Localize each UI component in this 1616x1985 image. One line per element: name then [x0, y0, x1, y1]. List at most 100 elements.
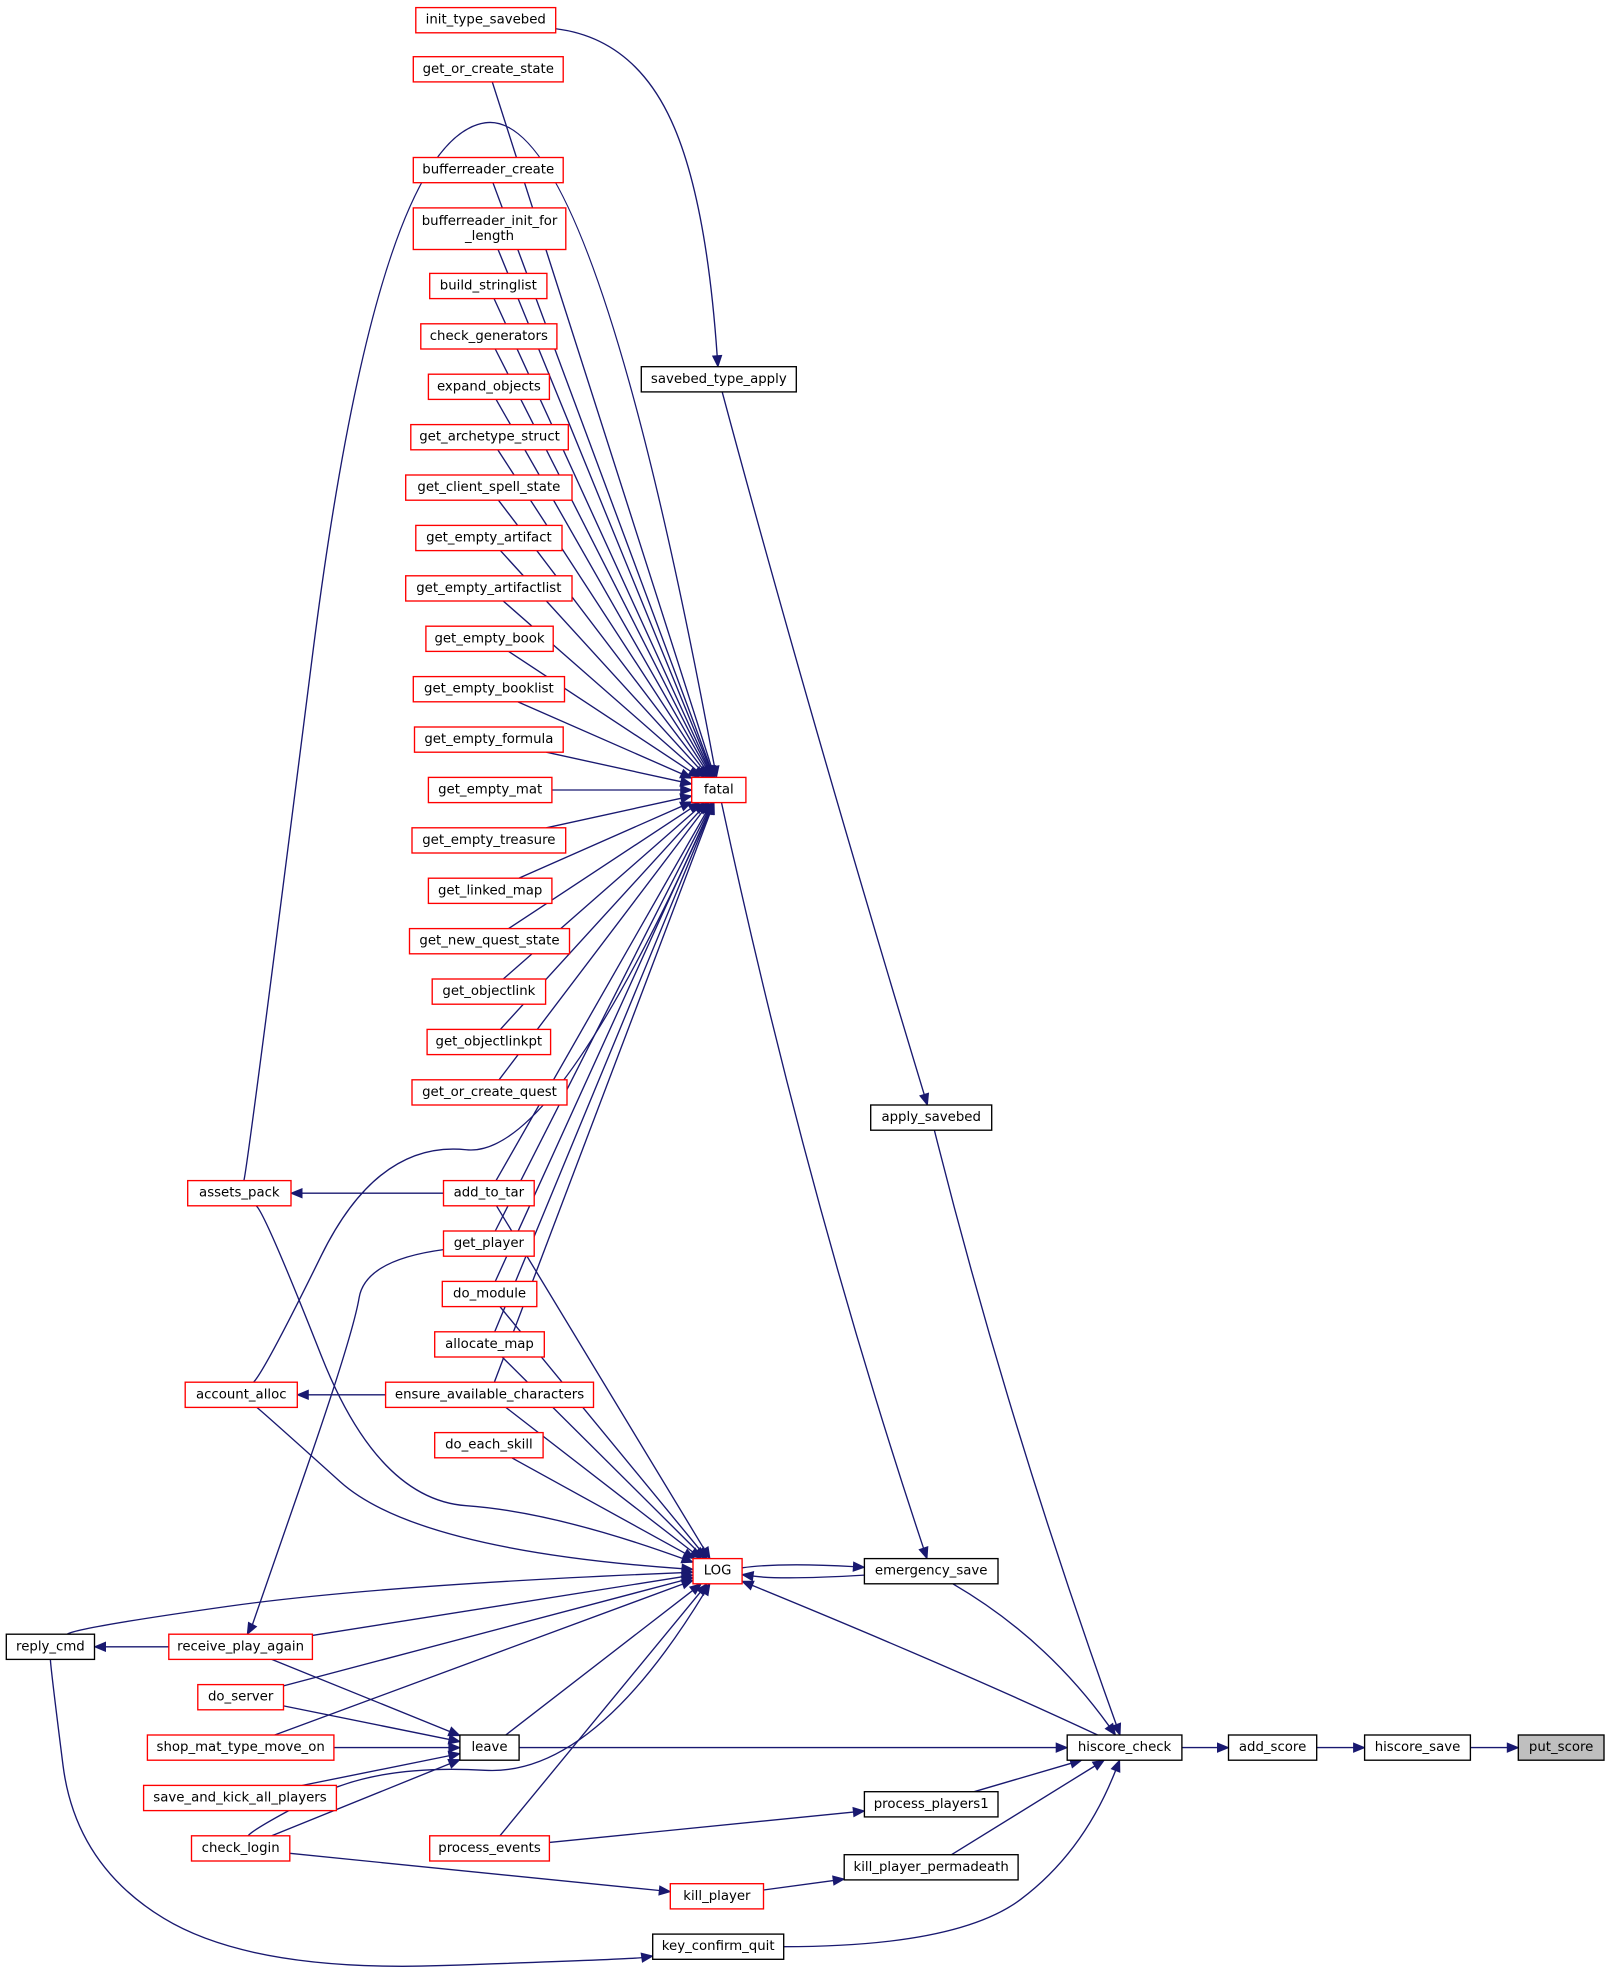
node-box — [863, 1557, 999, 1585]
node-box — [405, 474, 573, 501]
arrowhead-apply_savebed-to-hiscore_check — [1111, 1722, 1122, 1737]
node-bufferreader_init_for_length[interactable]: bufferreader_init_for_length — [412, 207, 567, 251]
node-savebed_type_apply[interactable]: savebed_type_apply — [640, 366, 797, 393]
edge-kill_player_permadeath-to-hiscore_check — [951, 1765, 1096, 1856]
node-box — [441, 1280, 538, 1308]
arrowhead-reply_cmd-to-key_confirm_quit — [640, 1952, 655, 1963]
node-box — [427, 877, 553, 905]
node-get_client_spell_state[interactable]: get_client_spell_state — [405, 474, 573, 501]
edge-receive_play_again-to-LOG — [312, 1576, 683, 1637]
node-key_confirm_quit[interactable]: key_confirm_quit — [652, 1933, 785, 1960]
node-apply_savebed[interactable]: apply_savebed — [870, 1104, 993, 1131]
node-get_archetype_struct[interactable]: get_archetype_struct — [410, 423, 569, 451]
node-label: get_client_spell_state — [417, 480, 560, 495]
node-add_score[interactable]: add_score — [1227, 1734, 1318, 1761]
node-leave[interactable]: leave — [459, 1734, 520, 1761]
node-get_empty_book[interactable]: get_empty_book — [425, 625, 554, 653]
edge-process_events-to-process_players1 — [549, 1811, 854, 1844]
node-box — [427, 776, 553, 804]
edge-reply_cmd-to-LOG — [66, 1571, 683, 1635]
node-label: leave — [471, 1740, 507, 1755]
node-label: hiscore_save — [1375, 1740, 1461, 1755]
node-get_objectlinkpt[interactable]: get_objectlinkpt — [426, 1028, 552, 1056]
edge-assets_pack-to-fatal — [243, 121, 716, 1181]
edge-get_empty_book-to-fatal — [508, 650, 691, 772]
node-emergency_save[interactable]: emergency_save — [863, 1557, 999, 1585]
node-label: save_and_kick_all_players — [153, 1791, 326, 1806]
node-LOG[interactable]: LOG — [692, 1557, 743, 1585]
node-fatal[interactable]: fatal — [691, 776, 747, 804]
edge-get_or_create_state-to-fatal — [491, 81, 713, 768]
node-get_empty_artifactlist[interactable]: get_empty_artifactlist — [405, 575, 573, 602]
node-process_events[interactable]: process_events — [429, 1835, 551, 1862]
node-box — [434, 1431, 544, 1459]
node-get_or_create_state[interactable]: get_or_create_state — [412, 56, 564, 83]
node-label: get_linked_map — [438, 883, 542, 898]
node-add_to_tar[interactable]: add_to_tar — [442, 1179, 535, 1207]
edge-process_events-to-LOG — [499, 1591, 701, 1837]
node-kill_player[interactable]: kill_player — [669, 1883, 765, 1910]
node-label: LOG — [704, 1564, 732, 1579]
node-get_linked_map[interactable]: get_linked_map — [427, 877, 553, 905]
node-label: kill_player — [683, 1889, 751, 1904]
node-get_new_quest_state[interactable]: get_new_quest_state — [408, 927, 571, 955]
node-label: get_or_create_state — [423, 62, 554, 77]
node-label: get_empty_formula — [424, 732, 553, 747]
node-label: reply_cmd — [16, 1639, 85, 1654]
node-get_empty_booklist[interactable]: get_empty_booklist — [412, 675, 566, 703]
node-build_stringlist[interactable]: build_stringlist — [429, 272, 548, 300]
node-check_login[interactable]: check_login — [190, 1835, 291, 1862]
node-label: check_generators — [430, 329, 548, 344]
edge-get_player-to-fatal — [494, 812, 709, 1232]
node-do_server[interactable]: do_server — [197, 1683, 285, 1711]
node-kill_player_permadeath[interactable]: kill_player_permadeath — [843, 1854, 1019, 1881]
arrowhead-hiscore_save-to-put_score — [1506, 1742, 1520, 1753]
node-hiscore_check[interactable]: hiscore_check — [1066, 1734, 1183, 1761]
node-expand_objects[interactable]: expand_objects — [427, 373, 551, 401]
node-label: get_objectlinkpt — [436, 1035, 543, 1050]
node-box — [187, 1179, 292, 1207]
node-get_empty_mat[interactable]: get_empty_mat — [427, 776, 553, 804]
node-receive_play_again[interactable]: receive_play_again — [168, 1633, 314, 1661]
node-allocate_map[interactable]: allocate_map — [434, 1331, 545, 1358]
edge-save_and_kick_all_players-to-leave — [302, 1755, 450, 1787]
edge-key_confirm_quit-to-hiscore_check — [783, 1770, 1117, 1948]
node-box — [442, 1179, 535, 1207]
node-reply_cmd[interactable]: reply_cmd — [5, 1633, 96, 1661]
node-box — [408, 927, 571, 955]
node-account_alloc[interactable]: account_alloc — [184, 1381, 298, 1409]
node-label: shop_mat_type_move_on — [157, 1740, 325, 1755]
edge-get_empty_treasure-to-fatal — [546, 797, 682, 829]
node-bufferreader_create[interactable]: bufferreader_create — [412, 156, 564, 184]
node-hiscore_save[interactable]: hiscore_save — [1363, 1734, 1472, 1761]
node-process_players1[interactable]: process_players1 — [863, 1791, 999, 1818]
arrowhead-init_type_savebed-to-savebed_type_apply — [711, 354, 723, 369]
node-get_or_create_quest[interactable]: get_or_create_quest — [411, 1079, 568, 1106]
node-save_and_kick_all_players[interactable]: save_and_kick_all_players — [142, 1784, 338, 1812]
node-box — [640, 366, 797, 393]
node-get_player[interactable]: get_player — [442, 1230, 535, 1257]
node-ensure_available_characters[interactable]: ensure_available_characters — [384, 1381, 595, 1409]
node-shop_mat_type_move_on[interactable]: shop_mat_type_move_on — [146, 1734, 335, 1761]
arrowhead-do_server-to-leave — [447, 1734, 462, 1745]
node-check_generators[interactable]: check_generators — [420, 323, 558, 350]
edge-init_type_savebed-to-savebed_type_apply — [555, 28, 718, 356]
node-assets_pack[interactable]: assets_pack — [187, 1179, 292, 1207]
arrowhead-emergency_save-to-LOG — [740, 1570, 755, 1582]
node-get_empty_artifact[interactable]: get_empty_artifact — [415, 524, 563, 552]
node-do_each_skill[interactable]: do_each_skill — [434, 1431, 544, 1459]
node-get_objectlink[interactable]: get_objectlink — [431, 978, 547, 1005]
node-get_empty_treasure[interactable]: get_empty_treasure — [411, 827, 567, 854]
node-get_empty_formula[interactable]: get_empty_formula — [413, 726, 564, 753]
node-label: receive_play_again — [177, 1639, 304, 1654]
arrowhead-receive_play_again-to-reply_cmd — [93, 1641, 106, 1653]
arrowhead-shop_mat_type_move_on-to-LOG — [680, 1579, 695, 1590]
node-init_type_savebed[interactable]: init_type_savebed — [415, 6, 557, 34]
node-box — [429, 272, 548, 300]
edge-LOG-to-emergency_save — [742, 1564, 854, 1569]
node-box — [652, 1933, 785, 1960]
node-put_score[interactable]: put_score — [1517, 1734, 1605, 1761]
node-do_module[interactable]: do_module — [441, 1280, 538, 1308]
node-box — [425, 625, 554, 653]
